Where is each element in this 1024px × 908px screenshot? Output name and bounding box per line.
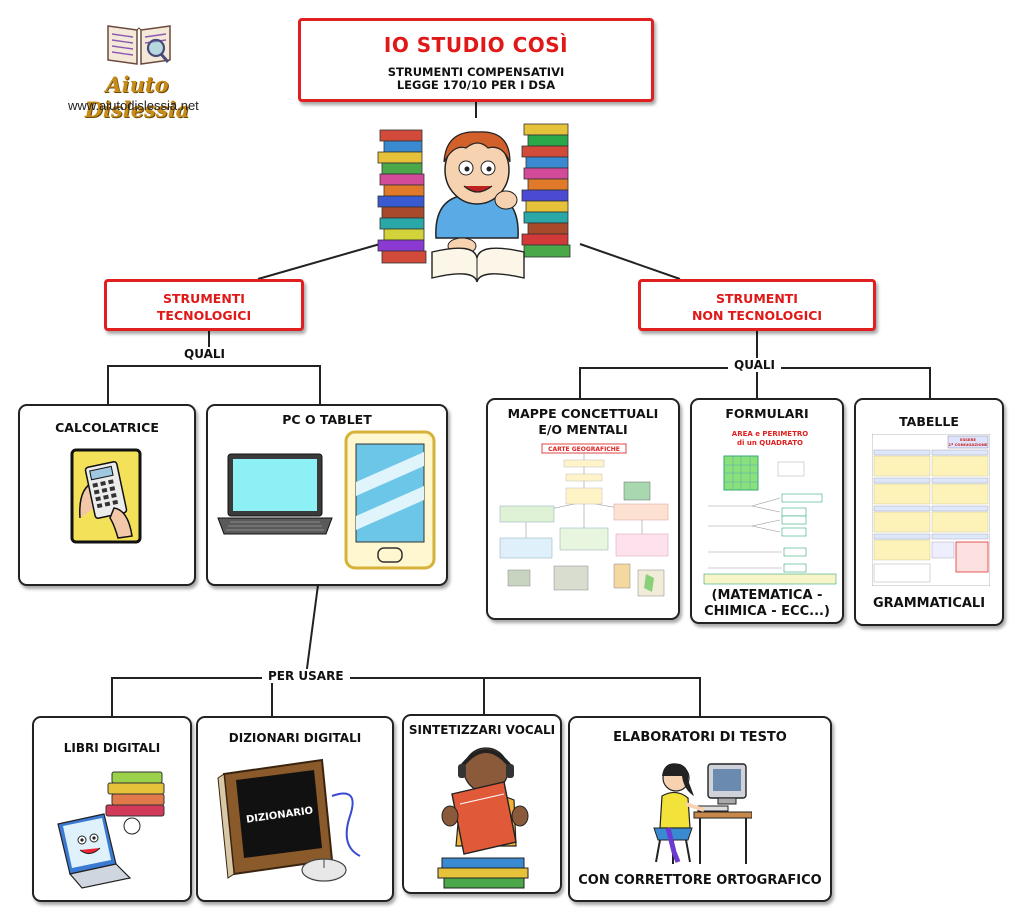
nontech-branch-line-1: STRUMENTI	[716, 291, 798, 306]
formula-thumbnail-title-2: di un QUADRATO	[737, 439, 803, 447]
table-thumbnail-header-1: ESSERE	[960, 437, 976, 442]
formulari-note-line-2: CHIMICA - ECC...)	[704, 604, 830, 619]
quali-right-label: QUALI	[728, 358, 781, 372]
tabelle-note: GRAMMATICALI	[872, 596, 986, 611]
sintetizzatori-box: SINTETIZZARI VOCALI	[402, 714, 562, 894]
boy-reading-with-headphones-icon	[437, 747, 529, 889]
line-quali-left-tree	[107, 365, 321, 404]
formula-sheet-thumbnail: AREA e PERIMETRO di un QUADRATO	[703, 430, 837, 585]
pc-tablet-box: PC O TABLET	[206, 404, 448, 586]
right-book-stack	[521, 123, 571, 258]
open-book	[431, 247, 525, 283]
digital-dictionary-icon: DIZIONARIO	[217, 758, 361, 882]
line-boy-to-nontech	[579, 243, 681, 280]
tech-branch-line-1: STRUMENTI	[163, 291, 245, 306]
libri-digitali-title: LIBRI DIGITALI	[63, 741, 161, 755]
mappe-title-line-2: E/O MENTALI	[538, 422, 628, 437]
concept-map-thumbnail-title: CARTE GEOGRAFICHE	[548, 446, 620, 453]
line-perusare-tree	[111, 677, 701, 716]
laptop-icon	[217, 453, 333, 535]
mappe-box: MAPPE CONCETTUALI E/O MENTALI CARTE GEOG…	[486, 398, 680, 620]
line-quali-right-tree	[579, 367, 931, 398]
quali-left-label: QUALI	[178, 347, 231, 361]
pc-tablet-title: PC O TABLET	[282, 412, 372, 427]
tech-branch-line-2: TECNOLOGICI	[156, 308, 252, 323]
calcolatrice-title: CALCOLATRICE	[55, 420, 159, 435]
tabelle-box: TABELLE ESSERE 1ª CONIUGAZIONE GRAMMATIC…	[854, 398, 1004, 626]
formulari-title: FORMULARI	[725, 406, 809, 421]
concept-map-thumbnail: CARTE GEOGRAFICHE	[499, 443, 669, 597]
student-figure	[435, 131, 519, 255]
girl-at-computer-icon	[653, 763, 752, 864]
logo-text: Aiuto Dislessia	[84, 72, 190, 122]
main-title-box: IO STUDIO COSÌ STRUMENTI COMPENSATIVI LE…	[298, 18, 654, 102]
table-thumbnail-header-2: 1ª CONIUGAZIONE	[948, 442, 987, 447]
logo-url[interactable]: www.aiutodislessia.net	[68, 98, 199, 113]
dizionari-digitali-box: DIZIONARI DIGITALI DIZIONARIO	[196, 716, 394, 902]
formula-thumbnail-title-1: AREA e PERIMETRO	[732, 430, 808, 438]
formulari-box: FORMULARI AREA e PERIMETRO di un QUADRAT…	[690, 398, 844, 624]
calculator-icon	[70, 448, 142, 544]
grammar-table-thumbnail: ESSERE 1ª CONIUGAZIONE	[872, 434, 990, 586]
elaboratori-note: CON CORRETTORE ORTOGRAFICO	[578, 873, 822, 888]
dizionari-digitali-title: DIZIONARI DIGITALI	[228, 731, 362, 745]
line-pc-to-perusare	[305, 584, 319, 677]
formulari-note-line-1: (MATEMATICA -	[711, 588, 823, 603]
left-book-stack	[377, 129, 427, 264]
nontech-branch-box: STRUMENTI NON TECNOLOGICI	[638, 279, 876, 331]
tabelle-title: TABELLE	[899, 414, 959, 429]
laptop-with-books-icon	[57, 771, 165, 889]
elaboratori-title: ELABORATORI DI TESTO	[613, 730, 787, 745]
logo: Aiuto Dislessia www.aiutodislessia.net	[62, 18, 222, 122]
libri-digitali-box: LIBRI DIGITALI	[32, 716, 192, 902]
per-usare-label: PER USARE	[262, 669, 350, 683]
sintetizzatori-title: SINTETIZZARI VOCALI	[408, 723, 556, 737]
calcolatrice-box: CALCOLATRICE	[18, 404, 196, 586]
line-boy-to-tech	[257, 243, 381, 280]
main-title: IO STUDIO COSÌ	[383, 33, 569, 57]
subtitle-line-2: LEGGE 170/10 PER I DSA	[396, 78, 556, 92]
tech-branch-box: STRUMENTI TECNOLOGICI	[104, 279, 304, 331]
tablet-icon	[344, 430, 436, 570]
elaboratori-box: ELABORATORI DI TESTO CON CORRETTORE ORTO…	[568, 716, 832, 902]
subtitle-line-1: STRUMENTI COMPENSATIVI	[387, 65, 565, 79]
student-with-books-illustration	[377, 123, 571, 283]
mappe-title-line-1: MAPPE CONCETTUALI	[507, 406, 659, 421]
book-magnifier-icon	[107, 25, 171, 65]
nontech-branch-line-2: NON TECNOLOGICI	[691, 308, 823, 323]
